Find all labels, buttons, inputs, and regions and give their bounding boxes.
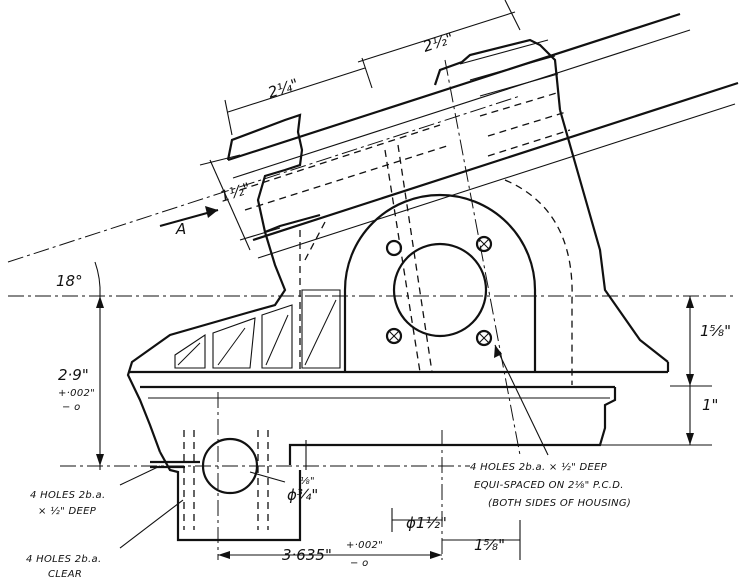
dim-upper-width-line bbox=[227, 67, 366, 113]
arm-end-hidden-3 bbox=[487, 129, 571, 157]
dimension-lines bbox=[94, 0, 712, 560]
arm-end-block bbox=[433, 38, 562, 111]
leader-tapped-holes bbox=[494, 344, 549, 456]
dim-right-arrow-top bbox=[686, 296, 694, 308]
label-arm-height: 1½" bbox=[218, 179, 253, 206]
leader-clear-holes bbox=[119, 499, 184, 549]
note-tapped-holes-line2: EQUI-SPACED ON 2⅛" P.C.D. bbox=[474, 480, 624, 491]
rib-pocket-2 bbox=[212, 317, 256, 369]
arm-end-line-3 bbox=[479, 73, 559, 97]
arm-top-edge-2 bbox=[232, 29, 691, 179]
label-height-main: 2·9" bbox=[58, 366, 89, 384]
body-left-edge bbox=[126, 231, 287, 453]
label-angle: 18° bbox=[56, 272, 83, 290]
dim-right-arrow-mid bbox=[686, 374, 694, 386]
label-height-tol-plus: +·002" bbox=[58, 388, 95, 399]
label-base-length: 3·635" bbox=[282, 546, 332, 564]
rib-pocket-1 bbox=[174, 333, 206, 369]
section-arrow-head bbox=[205, 206, 218, 218]
tapped-hole-3 bbox=[385, 327, 403, 345]
inclined-bore-axis bbox=[444, 59, 521, 456]
hatch-4 bbox=[304, 299, 337, 366]
note-left-holes-line2: × ½" DEEP bbox=[38, 505, 97, 517]
tapped-hole-4 bbox=[475, 329, 493, 347]
arm-end-hidden-1 bbox=[479, 91, 561, 117]
label-pcd-dia: ϕ1½" bbox=[406, 514, 447, 532]
lower-foot-block bbox=[159, 451, 302, 542]
arm-end-hidden-2 bbox=[487, 111, 567, 137]
note-left-holes-line1: 4 HOLES 2b.a. bbox=[30, 490, 105, 501]
rib-pockets bbox=[174, 221, 341, 370]
label-base-tol-plus: +·002" bbox=[346, 540, 383, 551]
dim-height-arrow-bottom bbox=[96, 454, 104, 466]
label-top-width: 2½" bbox=[421, 29, 456, 56]
dim-arm-height-line bbox=[209, 159, 251, 251]
bearing-bore-circle bbox=[392, 242, 488, 338]
dim-top-width-ext-left bbox=[361, 57, 373, 89]
dim-base-arrow-right bbox=[430, 551, 442, 559]
body-right-edge bbox=[558, 109, 669, 363]
arm-end-line-2 bbox=[469, 55, 556, 81]
rib-pocket-4 bbox=[301, 289, 341, 369]
label-right-offset: 1⅝" bbox=[474, 536, 505, 554]
arm-end-line-1 bbox=[459, 39, 549, 65]
base-right-step bbox=[288, 387, 617, 465]
lower-bore-circle bbox=[201, 437, 259, 495]
dim-height-arrow-top bbox=[96, 296, 104, 308]
angle-arc bbox=[94, 261, 101, 297]
leader-left-holes bbox=[119, 465, 161, 486]
label-base-tol-minus: − o bbox=[350, 558, 369, 569]
dim-arm-height-ext-2 bbox=[239, 227, 281, 241]
label-height-tol-minus: − o bbox=[62, 402, 81, 413]
dim-top-width-line bbox=[357, 11, 516, 63]
housing-outline bbox=[126, 12, 739, 542]
centre-lines bbox=[7, 59, 735, 560]
dim-top-width-ext-right bbox=[504, 0, 521, 31]
tapped-hole-2 bbox=[475, 235, 493, 253]
lower-bore bbox=[150, 430, 269, 530]
label-section-marker: A bbox=[175, 220, 186, 238]
label-bore-dia: ϕ¾" bbox=[287, 486, 318, 504]
rib-pocket-3 bbox=[261, 304, 293, 369]
body-right-hidden-curve bbox=[504, 179, 573, 385]
inclined-reference-line bbox=[7, 95, 521, 263]
note-tapped-holes-line1: 4 HOLES 2b.a. × ½" DEEP bbox=[470, 461, 608, 473]
dim-arm-height-ext-1 bbox=[199, 154, 241, 166]
dim-upper-width-ext bbox=[224, 99, 233, 136]
bearing-boss-arch bbox=[343, 193, 537, 372]
bore-hidden-line-2 bbox=[397, 144, 433, 373]
note-clear-holes-line2: CLEAR bbox=[48, 569, 82, 580]
label-right-height-upper: 1⅝" bbox=[700, 322, 731, 340]
tapped-hole-1 bbox=[385, 239, 403, 257]
hatch-2 bbox=[217, 327, 246, 366]
arm-left-boss bbox=[226, 113, 321, 234]
leader-bore-dia bbox=[249, 471, 286, 483]
hatch-3 bbox=[265, 314, 289, 366]
label-small-gap: ⅛" bbox=[300, 476, 315, 487]
note-tapped-holes-line3: (BOTH SIDES OF HOUSING) bbox=[488, 498, 631, 509]
bearing-boss bbox=[343, 144, 537, 373]
label-upper-width: 2¼" bbox=[266, 75, 301, 102]
rib-hidden-short bbox=[304, 221, 326, 261]
arm-lower-line bbox=[257, 103, 736, 259]
bore-hidden-line-1 bbox=[384, 149, 421, 373]
dim-right-arrow-bottom bbox=[686, 433, 694, 445]
arm-top-edge bbox=[227, 12, 681, 162]
dim-base-arrow-left bbox=[218, 551, 230, 559]
arm-bottom-edge bbox=[252, 81, 739, 242]
note-clear-holes-line1: 4 HOLES 2b.a. bbox=[26, 554, 101, 565]
leader-tapped-arrow bbox=[494, 345, 502, 358]
label-right-height-lower: 1" bbox=[702, 396, 718, 414]
hatch-1 bbox=[177, 342, 201, 366]
